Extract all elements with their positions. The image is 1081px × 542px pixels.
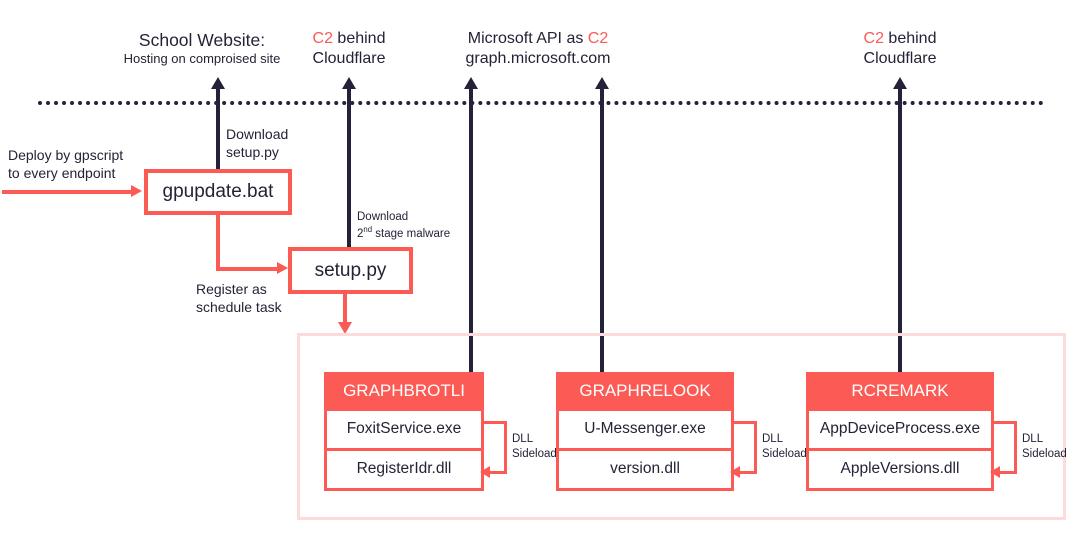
family-name-graphbrotli: GRAPHBROTLI [324,372,484,408]
drop-connector-vertical [343,294,347,325]
sideload-label-line1: DLL [762,433,784,445]
sideload-label-graphbrotli: DLL Sideload [512,432,557,462]
header-school-website: School Website: Hosting on comproised si… [117,29,287,68]
internet-boundary-dotted-line [38,101,1044,105]
arrow-head-up-icon [595,77,609,89]
drop-arrow-head-icon [338,322,352,334]
network-arrow-graphbrotli [464,77,478,374]
arrow-head-up-icon [342,77,356,89]
deploy-arrow-head-icon [131,185,142,197]
family-name-rcremark: RCREMARK [806,372,994,408]
note-deploy-line2: to every endpoint [8,165,116,182]
box-setup-py[interactable]: setup.py [288,247,413,294]
sideload-arrow-head-icon [480,466,490,478]
note-register-line1: Register as [196,281,267,297]
sideload-connector-rcremark: DLL Sideload [990,421,1067,479]
microsoft-api-prefix: Microsoft API as [467,30,588,47]
sideload-label-line1: DLL [512,433,534,445]
note-download-setup-line2: setup.py [226,144,279,161]
sideload-bottom-segment [738,471,757,474]
header-microsoft-api-line1: Microsoft API as C2 [455,29,621,49]
sideload-right-segment [1014,421,1017,474]
arrow-shaft [469,85,473,374]
arrow-head-up-icon [211,77,225,89]
box-gpupdate-bat-label: gpupdate.bat [162,181,274,202]
note-download-second-stage-line2: 2nd stage malware [357,225,450,242]
sideload-connector-graphbrotli: DLL Sideload [480,421,557,479]
arrow-head-up-icon [464,77,478,89]
family-dll-graphrelook: version.dll [556,448,734,491]
family-card-graphbrotli[interactable]: GRAPHBROTLI FoxitService.exe RegisterIdr… [324,372,484,491]
header-c2-cloudflare-2-line1: C2 behind [847,29,953,49]
c2-label: C2 [587,30,609,47]
family-dll-rcremark: AppleVersions.dll [806,448,994,491]
c2-label: C2 [863,30,884,47]
register-connector-horizontal [216,267,279,271]
family-card-graphrelook[interactable]: GRAPHRELOOK U-Messenger.exe version.dll [556,372,734,491]
network-arrow-school-website [211,77,225,171]
stage-number: 2 [357,227,364,240]
arrow-shaft [898,85,902,374]
header-microsoft-api: Microsoft API as C2 graph.microsoft.com [455,29,621,70]
box-gpupdate-bat[interactable]: gpupdate.bat [144,169,292,215]
sideload-connector-graphrelook: DLL Sideload [730,421,807,479]
header-microsoft-api-domain: graph.microsoft.com [465,50,611,68]
register-connector-vertical [216,215,220,270]
sideload-right-segment [504,421,507,474]
sideload-arrow-head-icon [730,466,740,478]
sideload-label-rcremark: DLL Sideload [1022,432,1067,462]
deploy-arrow-shaft [2,190,134,194]
family-card-rcremark[interactable]: RCREMARK AppDeviceProcess.exe AppleVersi… [806,372,994,491]
note-deploy-by-gpscript: Deploy by gpscript to every endpoint [8,146,123,182]
header-c2-cloudflare-1: C2 behind Cloudflare [296,29,402,70]
sideload-bottom-segment [998,471,1017,474]
note-register-schedule-task: Register as schedule task [196,280,282,316]
stage-text: stage malware [372,227,451,240]
stage-ordinal-suffix: nd [363,224,373,234]
arrow-shaft [347,85,351,249]
arrow-shaft [600,85,604,374]
family-dll-graphbrotli: RegisterIdr.dll [324,448,484,491]
note-download-setup-line1: Download [226,126,289,142]
header-c2-cloudflare-2-line2: Cloudflare [863,50,937,68]
family-exe-graphbrotli: FoxitService.exe [324,408,484,448]
endpoint-zone-container [297,333,1066,520]
sideload-label-line1: DLL [1022,433,1044,445]
sideload-arrow-head-icon [990,466,1000,478]
box-setup-py-label: setup.py [314,259,387,281]
behind-label: behind [883,30,937,47]
network-arrow-rcremark [893,77,907,374]
family-exe-graphrelook: U-Messenger.exe [556,408,734,448]
sideload-label-line2: Sideload [512,448,557,461]
c2-label: C2 [312,30,333,47]
sideload-top-segment [994,421,1017,424]
note-register-line2: schedule task [196,299,282,316]
behind-label: behind [332,30,386,47]
arrow-head-up-icon [893,77,907,89]
sideload-label-line2: Sideload [1022,448,1067,461]
register-arrow-head-icon [277,262,288,274]
note-download-second-stage: Download 2nd stage malware [357,210,450,242]
note-deploy-line1: Deploy by gpscript [8,147,124,163]
family-name-graphrelook: GRAPHRELOOK [556,372,734,408]
network-arrow-graphrelook [595,77,609,374]
note-download-second-stage-line1: Download [357,211,409,223]
sideload-top-segment [734,421,757,424]
header-c2-cloudflare-2: C2 behind Cloudflare [847,29,953,70]
sideload-right-segment [754,421,757,474]
header-c2-cloudflare-1-line1: C2 behind [296,29,402,49]
header-school-website-subtitle: Hosting on comproised site [123,51,281,67]
sideload-label-line2: Sideload [762,448,807,461]
note-download-setup: Download setup.py [226,125,288,161]
header-school-website-title: School Website: [138,30,266,50]
arrow-shaft [216,85,220,171]
header-c2-cloudflare-1-line2: Cloudflare [312,50,386,68]
sideload-label-graphrelook: DLL Sideload [762,432,807,462]
sideload-bottom-segment [488,471,507,474]
network-arrow-c2-setup [342,77,356,249]
family-exe-rcremark: AppDeviceProcess.exe [806,408,994,448]
sideload-top-segment [484,421,507,424]
